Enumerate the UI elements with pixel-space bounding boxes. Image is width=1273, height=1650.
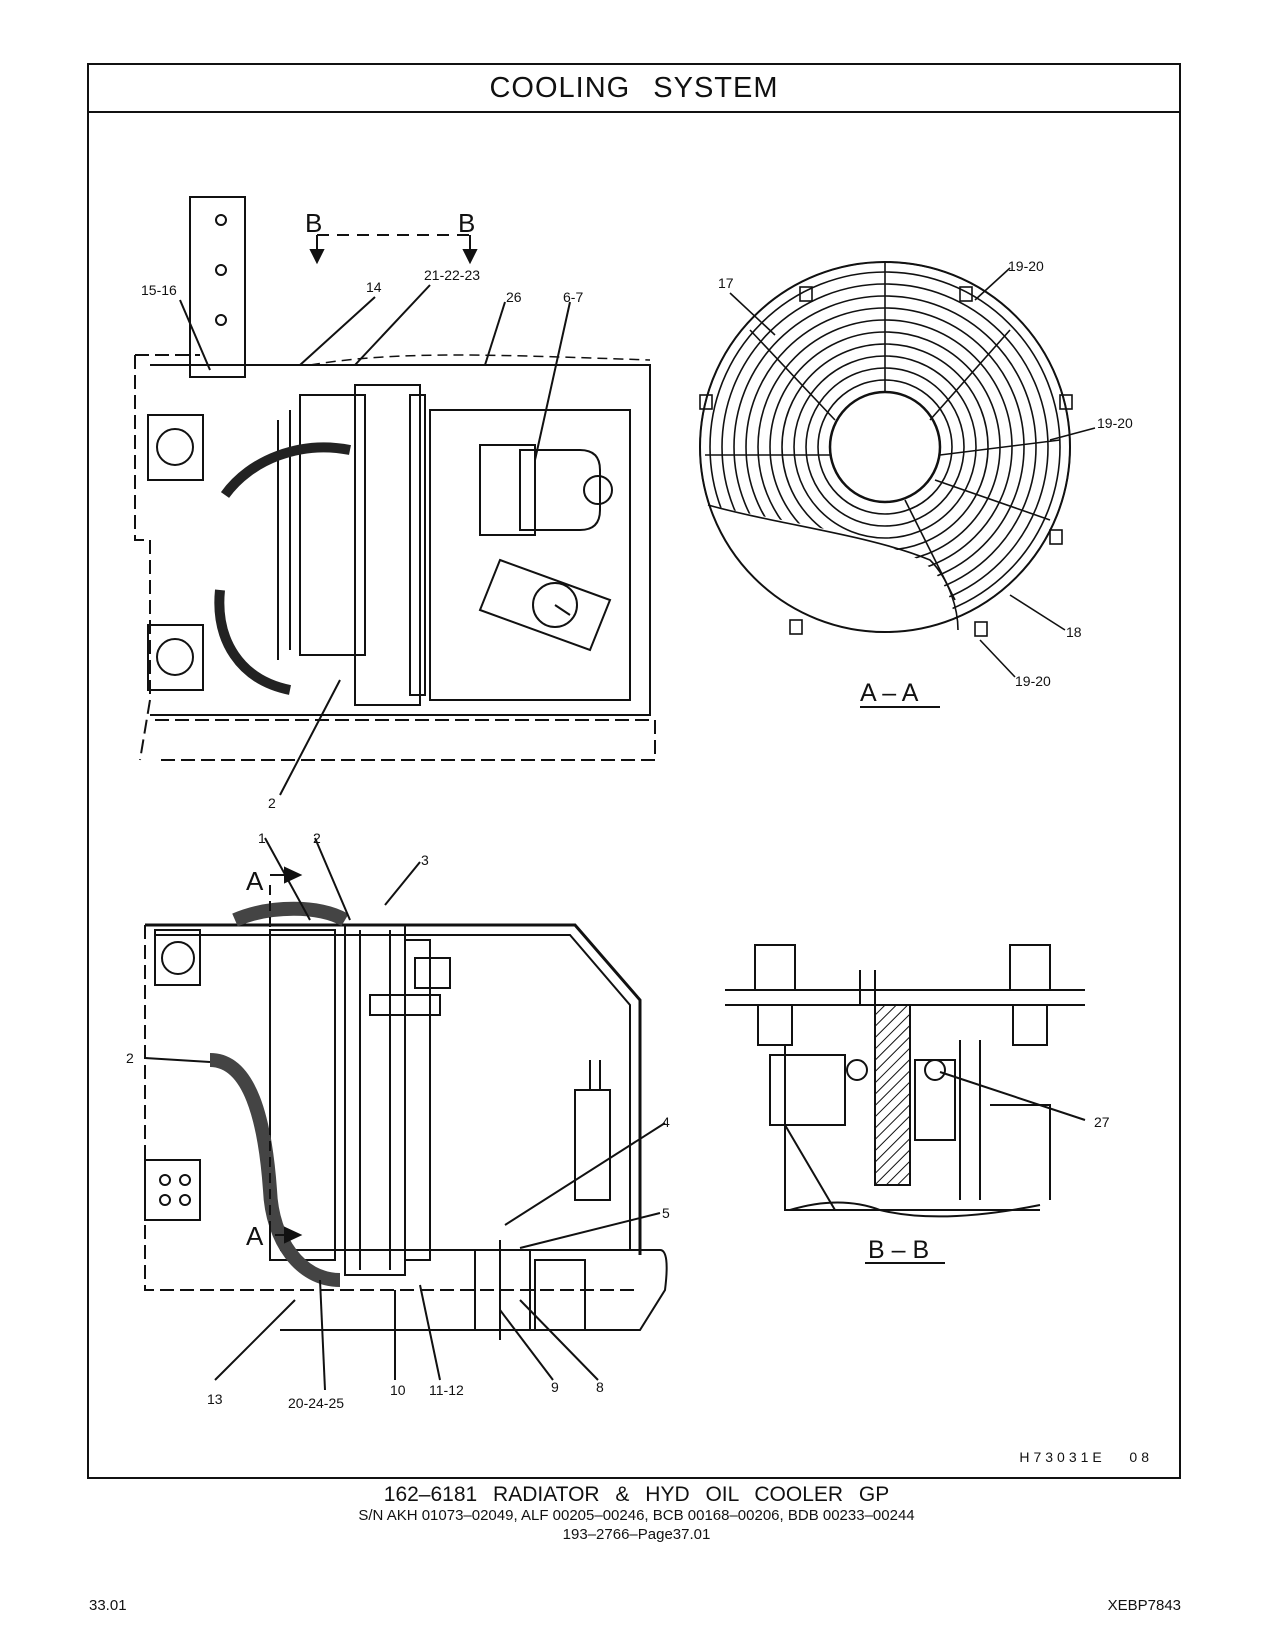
section-marker-a-top: A [246, 866, 264, 896]
section-marker-a-bottom: A [246, 1221, 264, 1251]
callout-label: 18 [1066, 624, 1082, 640]
group-caption: 162–6181 RADIATOR & HYD OIL COOLER GP [383, 1483, 890, 1506]
section-aa-title: A – A [860, 679, 919, 707]
callout-label: 17 [718, 275, 734, 291]
callout-label: 11-12 [429, 1382, 464, 1398]
callout-label: 13 [207, 1391, 223, 1407]
document-id: XEBP7843 [1107, 1597, 1181, 1614]
section-marker-b-right: B [458, 208, 475, 238]
callout-label: 1 [258, 830, 266, 846]
detail-bb-drawing [725, 944, 1086, 1264]
callout-label: 19-20 [1008, 258, 1044, 274]
page-number: 33.01 [89, 1597, 127, 1614]
callout-label: 2 [313, 830, 321, 846]
callout-label: 9 [551, 1379, 559, 1395]
side-view-drawing [144, 837, 668, 1391]
drawing-id: H73031E 08 [1019, 1449, 1153, 1465]
diagram-frame: COOLING SYSTEM H73031E 08 [87, 63, 1181, 1479]
callout-label: 4 [662, 1114, 670, 1130]
callout-label: 2 [268, 795, 276, 811]
callout-label: 10 [390, 1382, 406, 1398]
callout-label: 21-22-23 [424, 267, 480, 283]
serial-caption: S/N AKH 01073–02049, ALF 00205–00246, BC… [358, 1507, 915, 1524]
callout-label: 5 [662, 1205, 670, 1221]
callout-label: 19-20 [1097, 415, 1133, 431]
callout-label: 2 [126, 1050, 134, 1066]
reference-caption: 193–2766–Page37.01 [562, 1526, 711, 1543]
callout-label: 8 [596, 1379, 604, 1395]
section-bb-title: B – B [868, 1236, 929, 1264]
top-view-drawing [134, 196, 656, 796]
section-marker-b-left: B [305, 208, 322, 238]
fan-guard-drawing [699, 261, 1096, 708]
callout-label: 20-24-25 [288, 1395, 344, 1411]
callout-label: 15-16 [141, 282, 177, 298]
callout-label: 19-20 [1015, 673, 1051, 689]
callout-label: 14 [366, 279, 382, 295]
page-title: COOLING SYSTEM [89, 65, 1179, 113]
callout-label: 3 [421, 852, 429, 868]
callout-label: 6-7 [563, 289, 583, 305]
callout-label: 26 [506, 289, 522, 305]
callout-label: 27 [1094, 1114, 1110, 1130]
